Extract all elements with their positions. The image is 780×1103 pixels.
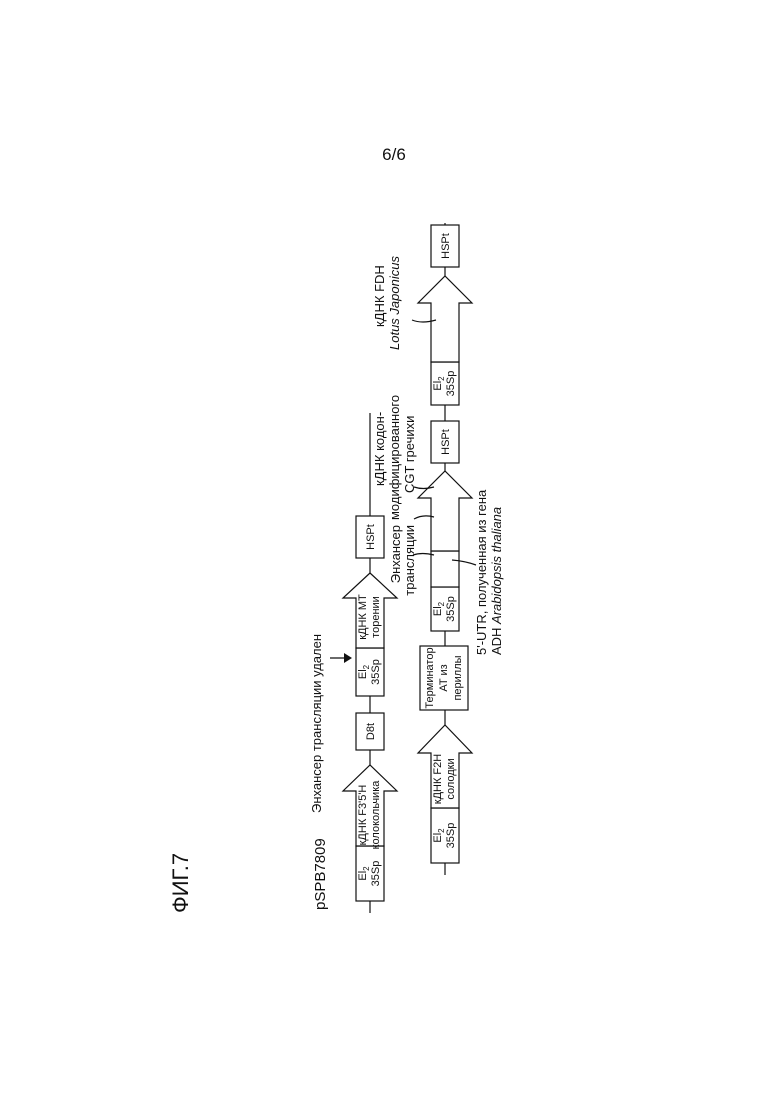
figure-label: ФИГ.7 [168,853,193,913]
svg-text:кДНК МТ: кДНК МТ [357,594,369,640]
svg-text:колокольчика: колокольчика [370,780,382,850]
svg-text:кДНК F2H: кДНК F2H [432,754,444,805]
enhancer-removed-arrow [330,653,352,663]
terminator-d8t-label: D8t [365,723,377,740]
svg-text:Терминатор: Терминатор [424,647,436,708]
construct-row-1: El2 35Sp кДНК F3'5'H колокольчика D8t Эн… [309,413,397,913]
gene-label-mt: кДНК МТ торении [357,594,382,640]
gene-label-f2h: кДНК F2H солодки [432,754,457,805]
svg-text:солодки: солодки [445,758,457,799]
svg-text:Энхансер: Энхансер [388,525,403,583]
svg-text:кДНК кодон-: кДНК кодон- [372,412,387,486]
svg-text:5'-UTR, полученная из гена: 5'-UTR, полученная из гена [474,489,489,655]
svg-text:35Sp: 35Sp [445,823,457,849]
svg-text:кДНК FDH: кДНК FDH [372,265,387,327]
terminator-hspt-2-label: HSPt [440,429,452,455]
gene-arrow-fdh [418,276,472,362]
svg-text:ADH Arabidopsis thaliana: ADH Arabidopsis thaliana [489,507,504,655]
svg-text:35Sp: 35Sp [370,659,382,685]
construct-row-2: El2 35Sp кДНК F2H солодки Терминатор AT … [372,223,504,875]
svg-text:периллы: периллы [452,655,464,700]
svg-text:трансляции: трансляции [402,525,417,596]
enhancer-callout: Энхансер трансляции [388,525,434,596]
enhancer-removed-label: Энхансер трансляции удален [309,634,324,813]
svg-text:кДНК F3'5'H: кДНК F3'5'H [357,785,369,846]
svg-text:торении: торении [370,596,382,638]
terminator-hspt-1-label: HSPt [365,524,377,550]
svg-text:Lotus Japonicus: Lotus Japonicus [387,256,402,350]
gene-arrow-cgt [418,471,472,551]
terminator-hspt-3-label: HSPt [440,233,452,259]
cgt-callout: кДНК кодон- модифицированного CGT гречих… [372,395,434,520]
svg-text:CGT гречихи: CGT гречихи [402,416,417,493]
svg-text:35Sp: 35Sp [370,861,382,887]
svg-text:AT из: AT из [438,664,450,691]
svg-text:35Sp: 35Sp [445,596,457,622]
svg-text:35Sp: 35Sp [445,371,457,397]
utr-callout: 5'-UTR, полученная из гена ADH Arabidops… [452,489,504,655]
plasmid-name: pSPB7809 [312,838,329,910]
svg-text:модифицированного: модифицированного [387,395,402,520]
gene-label-f35h: кДНК F3'5'H колокольчика [357,780,382,850]
utr-enhancer-box [431,551,459,587]
